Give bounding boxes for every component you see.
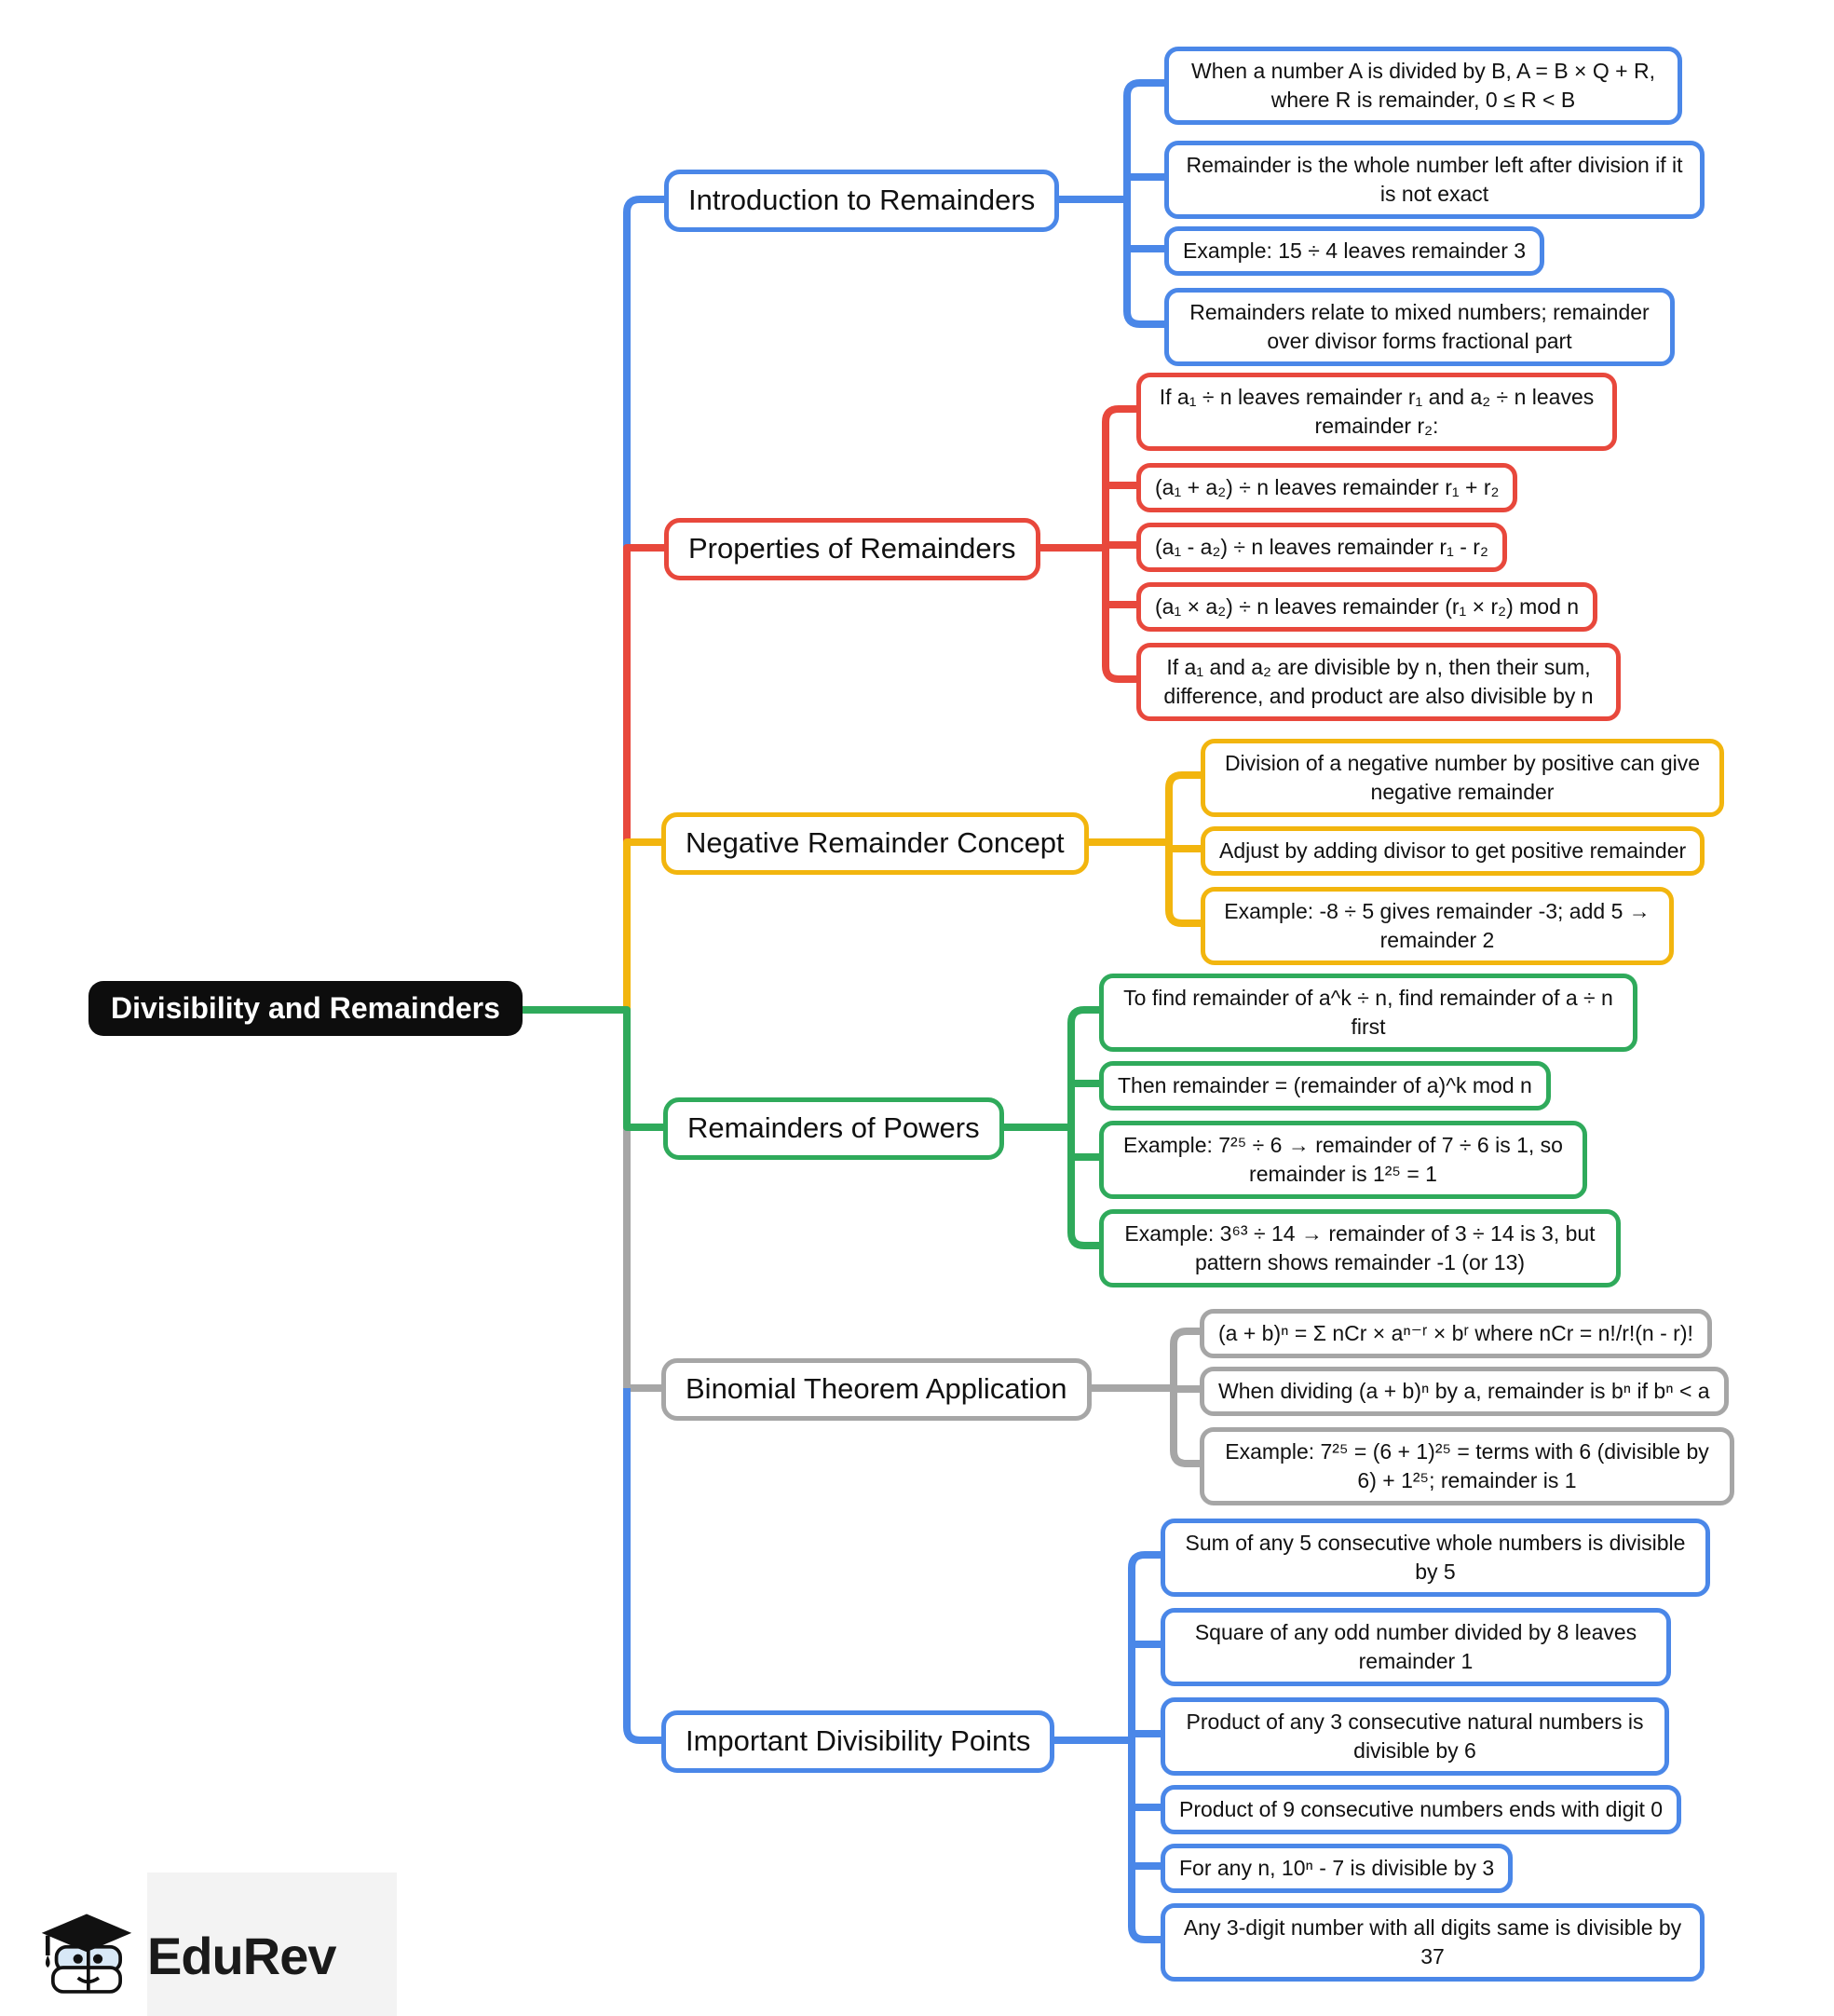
- leaf-node: (a₁ - a₂) ÷ n leaves remainder r₁ - r₂: [1136, 523, 1507, 572]
- leaf-text: If a₁ and a₂ are divisible by n, then th…: [1163, 655, 1594, 708]
- leaf-node: (a₁ × a₂) ÷ n leaves remainder (r₁ × r₂)…: [1136, 582, 1598, 632]
- leaf-node: For any n, 10ⁿ - 7 is divisible by 3: [1161, 1844, 1514, 1893]
- leaf-text: Example: 7²⁵ ÷ 6 → remainder of 7 ÷ 6 is…: [1123, 1133, 1563, 1186]
- leaf-node: When dividing (a + b)ⁿ by a, remainder i…: [1200, 1367, 1729, 1416]
- branch-label-text: Introduction to Remainders: [688, 184, 1036, 216]
- leaf-node: Example: 15 ÷ 4 leaves remainder 3: [1164, 226, 1545, 276]
- logo-background-band: [147, 1873, 397, 2016]
- branch-label-negative-remainder-concept: Negative Remainder Concept: [661, 812, 1089, 875]
- leaf-text: Remainder is the whole number left after…: [1186, 153, 1683, 206]
- leaf-node: Example: 7²⁵ = (6 + 1)²⁵ = terms with 6 …: [1200, 1427, 1734, 1505]
- leaf-node: When a number A is divided by B, A = B ×…: [1164, 47, 1682, 125]
- leaf-text: Division of a negative number by positiv…: [1224, 751, 1701, 804]
- leaf-text: Then remainder = (remainder of a)^k mod …: [1118, 1073, 1532, 1097]
- leaf-node: Sum of any 5 consecutive whole numbers i…: [1161, 1519, 1710, 1597]
- leaf-node: Adjust by adding divisor to get positive…: [1201, 826, 1705, 876]
- leaf-text: Any 3-digit number with all digits same …: [1183, 1915, 1682, 1968]
- leaf-text: For any n, 10ⁿ - 7 is divisible by 3: [1179, 1856, 1495, 1880]
- leaf-node: Then remainder = (remainder of a)^k mod …: [1099, 1061, 1551, 1110]
- leaf-text: (a₁ - a₂) ÷ n leaves remainder r₁ - r₂: [1155, 535, 1488, 559]
- leaf-text: Example: 7²⁵ = (6 + 1)²⁵ = terms with 6 …: [1225, 1439, 1709, 1492]
- leaf-node: Division of a negative number by positiv…: [1201, 739, 1724, 817]
- branch-label-introduction-to-remainders: Introduction to Remainders: [664, 170, 1060, 232]
- branch-label-binomial-theorem-application: Binomial Theorem Application: [661, 1358, 1092, 1421]
- leaf-node: To find remainder of a^k ÷ n, find remai…: [1099, 974, 1637, 1052]
- root-node-text: Divisibility and Remainders: [111, 991, 500, 1025]
- leaf-text: (a₁ + a₂) ÷ n leaves remainder r₁ + r₂: [1155, 475, 1500, 499]
- leaf-text: (a₁ × a₂) ÷ n leaves remainder (r₁ × r₂)…: [1155, 594, 1580, 619]
- leaf-node: Remainder is the whole number left after…: [1164, 141, 1705, 219]
- leaf-text: Remainders relate to mixed numbers; rema…: [1189, 300, 1650, 353]
- leaf-text: Square of any odd number divided by 8 le…: [1194, 1620, 1637, 1673]
- leaf-node: If a₁ and a₂ are divisible by n, then th…: [1136, 643, 1621, 721]
- leaf-node: Example: 3⁶³ ÷ 14 → remainder of 3 ÷ 14 …: [1099, 1209, 1621, 1287]
- branch-label-remainders-of-powers: Remainders of Powers: [663, 1097, 1004, 1160]
- leaf-text: To find remainder of a^k ÷ n, find remai…: [1123, 986, 1613, 1039]
- leaf-node: Example: -8 ÷ 5 gives remainder -3; add …: [1201, 887, 1674, 965]
- leaf-node: Product of 9 consecutive numbers ends wi…: [1161, 1785, 1682, 1834]
- leaf-text: Example: -8 ÷ 5 gives remainder -3; add …: [1224, 899, 1651, 952]
- edurev-logo-icon: [41, 1914, 132, 1994]
- leaf-text: Example: 3⁶³ ÷ 14 → remainder of 3 ÷ 14 …: [1124, 1221, 1596, 1274]
- leaf-node: Square of any odd number divided by 8 le…: [1161, 1608, 1671, 1686]
- leaf-text: Sum of any 5 consecutive whole numbers i…: [1185, 1531, 1686, 1584]
- branch-label-text: Properties of Remainders: [688, 532, 1016, 565]
- branch-label-properties-of-remainders: Properties of Remainders: [664, 518, 1040, 580]
- leaf-node: Product of any 3 consecutive natural num…: [1161, 1697, 1669, 1776]
- branch-label-text: Negative Remainder Concept: [686, 826, 1065, 859]
- leaf-text: Product of any 3 consecutive natural num…: [1186, 1710, 1644, 1763]
- leaf-text: (a + b)ⁿ = Σ nCr × aⁿ⁻ʳ × bʳ where nCr =…: [1218, 1321, 1693, 1345]
- leaf-text: When a number A is divided by B, A = B ×…: [1191, 59, 1655, 112]
- leaf-text: Adjust by adding divisor to get positive…: [1219, 838, 1687, 863]
- leaf-node: If a₁ ÷ n leaves remainder r₁ and a₂ ÷ n…: [1136, 373, 1617, 451]
- leaf-node: Remainders relate to mixed numbers; rema…: [1164, 288, 1675, 366]
- branch-label-text: Remainders of Powers: [687, 1111, 980, 1144]
- branch-label-text: Important Divisibility Points: [686, 1724, 1031, 1757]
- leaf-node: (a + b)ⁿ = Σ nCr × aⁿ⁻ʳ × bʳ where nCr =…: [1200, 1309, 1712, 1358]
- edurev-logo: EduRev: [39, 1912, 336, 1999]
- leaf-node: (a₁ + a₂) ÷ n leaves remainder r₁ + r₂: [1136, 463, 1518, 512]
- leaf-text: When dividing (a + b)ⁿ by a, remainder i…: [1218, 1379, 1710, 1403]
- leaf-node: Any 3-digit number with all digits same …: [1161, 1903, 1705, 1982]
- leaf-text: Product of 9 consecutive numbers ends wi…: [1179, 1797, 1664, 1821]
- branch-label-important-divisibility-points: Important Divisibility Points: [661, 1710, 1055, 1773]
- edurev-logo-text: EduRev: [147, 1926, 336, 1985]
- leaf-text: Example: 15 ÷ 4 leaves remainder 3: [1183, 238, 1527, 263]
- branch-label-text: Binomial Theorem Application: [686, 1372, 1067, 1405]
- root-node: Divisibility and Remainders: [88, 981, 523, 1036]
- leaf-node: Example: 7²⁵ ÷ 6 → remainder of 7 ÷ 6 is…: [1099, 1121, 1587, 1199]
- leaf-text: If a₁ ÷ n leaves remainder r₁ and a₂ ÷ n…: [1159, 385, 1595, 438]
